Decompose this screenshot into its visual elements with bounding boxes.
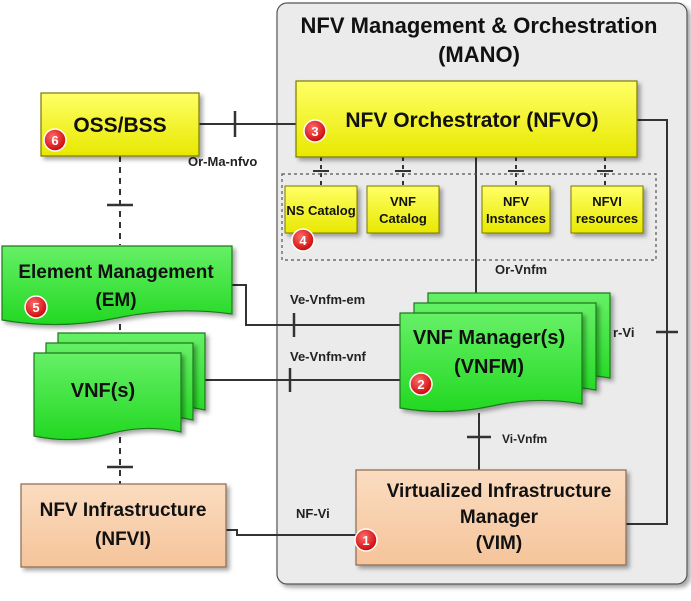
or-ma-nfvo-label: Or-Ma-nfvo [188,154,257,169]
mano-title-line2: (MANO) [438,42,520,67]
vnf-catalog-label-line2: Catalog [379,211,427,226]
badge-1: 1 [354,528,378,552]
vnfm-label-line2: (VNFM) [454,356,524,378]
nfvi-resources-label-line2: resources [576,211,638,226]
badge-3: 3 [303,119,327,143]
vnf-label: VNF(s) [71,380,135,402]
nfvi-resources-label-line1: NFVI [592,194,622,209]
nfvo-box[interactable]: NFV Orchestrator (NFVO) [295,80,638,158]
svg-text:5: 5 [32,300,39,315]
ve-vnfm-em-label: Ve-Vnfm-em [290,292,365,307]
mano-title-line1: NFV Management & Orchestration [301,13,658,38]
nfv-instances-label-line1: NFV [503,194,529,209]
badge-6: 6 [43,128,67,152]
ve-vnfm-vnf-label: Ve-Vnfm-vnf [290,349,367,364]
em-label-line1: Element Management [18,262,214,283]
nfv-instances-box[interactable]: NFV Instances [481,185,551,234]
vnf-stack[interactable]: VNF(s) [33,332,206,441]
vim-label-line3: (VIM) [476,533,522,554]
or-vi-label: r-Vi [613,325,634,340]
vim-label-line2: Manager [460,507,539,528]
em-label-line2: (EM) [95,290,136,311]
vi-vnfm-label: Vi-Vnfm [502,432,547,446]
badge-2: 2 [409,372,433,396]
ns-catalog-label: NS Catalog [286,203,355,218]
catalog-group [281,173,657,261]
vnfm-label-line1: VNF Manager(s) [413,327,565,349]
badge-5: 5 [24,295,48,319]
reference-point-labels: Or-Ma-nfvo Or-Vnfm Ve-Vnfm-em Ve-Vnfm-vn… [188,154,634,521]
vnfm-stack[interactable]: VNF Manager(s) (VNFM) [399,292,611,413]
svg-text:4: 4 [299,233,307,248]
nfvi-resources-box[interactable]: NFVI resources [570,185,644,234]
or-vi-line [626,119,668,525]
oss-bss-label: OSS/BSS [73,114,166,137]
or-vnfm-label: Or-Vnfm [495,262,547,277]
vnf-catalog-label-line1: VNF [390,194,416,209]
em-box[interactable]: Element Management (EM) [1,245,233,326]
oss-bss-box[interactable]: OSS/BSS [40,92,200,157]
nfv-instances-label-line2: Instances [486,211,546,226]
nfvo-label: NFV Orchestrator (NFVO) [345,109,598,132]
svg-text:3: 3 [311,124,318,139]
badge-4: 4 [291,228,315,252]
svg-text:1: 1 [362,533,369,548]
ve-vnfm-em-line [232,284,402,326]
nf-vi-line [226,529,356,536]
nfvi-label-line1: NFV Infrastructure [40,500,207,521]
svg-text:6: 6 [51,133,58,148]
nf-vi-label: NF-Vi [296,506,330,521]
vim-label-line1: Virtualized Infrastructure [387,481,612,502]
nfvi-box[interactable]: NFV Infrastructure (NFVI) [20,483,227,568]
ns-catalog-box[interactable]: NS Catalog [284,185,358,234]
nfvi-label-line2: (NFVI) [95,529,151,550]
vim-box[interactable]: Virtualized Infrastructure Manager (VIM) [355,469,627,566]
vnf-catalog-box[interactable]: VNF Catalog [366,185,440,234]
svg-text:2: 2 [417,377,424,392]
